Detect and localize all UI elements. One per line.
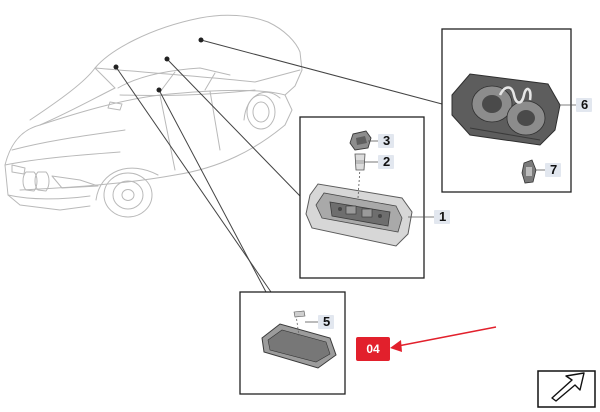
detail-box-5: [239, 291, 346, 395]
detail-box-6-7: [441, 28, 572, 193]
reading-light-unit: [451, 73, 576, 146]
callout-part-6[interactable]: 6: [576, 98, 593, 112]
highlight-arrow: [390, 326, 497, 352]
footwell-light: [261, 310, 337, 369]
callout-part-2[interactable]: 2: [378, 155, 395, 169]
bulb-socket: [349, 130, 372, 151]
car-outline: [4, 14, 303, 218]
callout-part-7[interactable]: 7: [545, 163, 562, 177]
callout-part-1[interactable]: 1: [434, 210, 451, 224]
detail-boxes: [239, 28, 572, 395]
callout-part-5[interactable]: 5: [318, 315, 335, 329]
bulb-wedge: [521, 159, 545, 184]
highlight-marker-04[interactable]: 04: [356, 337, 390, 361]
callout-part-3[interactable]: 3: [378, 134, 395, 148]
detail-box-1-3: [299, 116, 425, 279]
leader-lines: [115, 39, 443, 293]
bulb: [354, 153, 366, 199]
interior-light-housing: [305, 183, 413, 247]
leader-dots: [113, 37, 204, 93]
callout-leaders-1: [364, 140, 434, 218]
page-corner-arrow-icon[interactable]: [537, 370, 596, 408]
